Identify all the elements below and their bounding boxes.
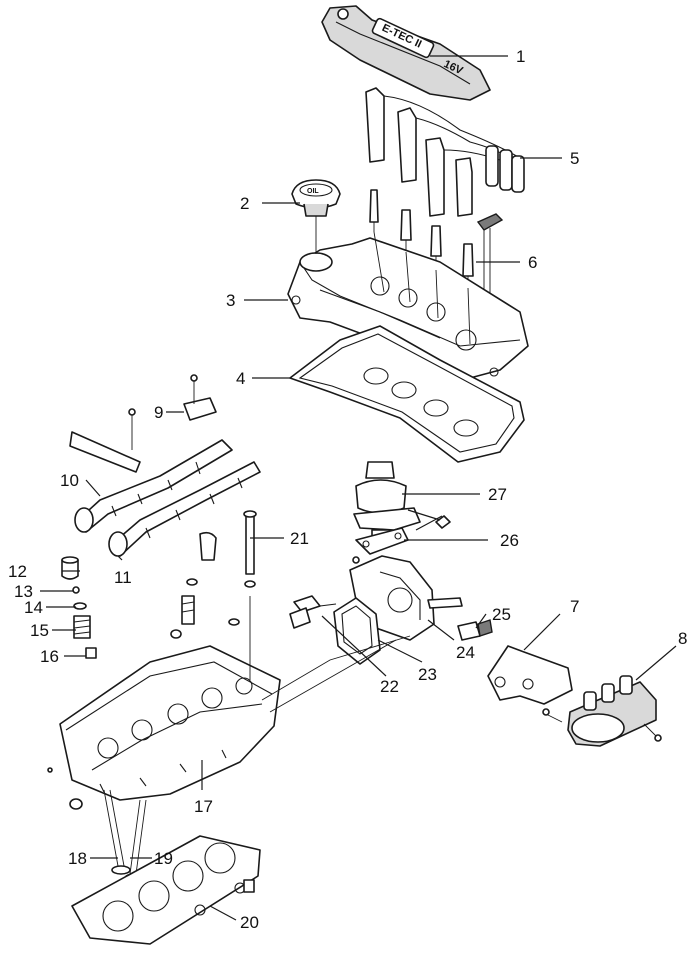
callout-6: 6 <box>528 253 537 272</box>
part-engine-cover: E-TEC II 16V <box>321 5 491 101</box>
callout-12: 12 <box>8 562 27 581</box>
callout-10: 10 <box>60 471 79 490</box>
part-adapter-gasket <box>333 597 381 665</box>
part-camshafts <box>74 439 261 557</box>
callout-5: 5 <box>570 149 579 168</box>
part-ignition-wires <box>365 87 525 217</box>
callout-25: 25 <box>492 605 511 624</box>
part-coil-bracket <box>487 645 573 723</box>
callout-20: 20 <box>240 913 259 932</box>
callout-26: 26 <box>500 531 519 550</box>
callout-23: 23 <box>418 665 437 684</box>
callout-14: 14 <box>24 598 43 617</box>
callout-15: 15 <box>30 621 49 640</box>
part-head-gasket <box>71 835 261 945</box>
part-spark-plugs <box>369 189 474 288</box>
callout-3: 3 <box>226 291 235 310</box>
callout-22: 22 <box>380 677 399 696</box>
oil-cap-text: OIL <box>307 188 319 195</box>
part-egr-valve <box>353 461 451 541</box>
callout-18: 18 <box>68 849 87 868</box>
part-head-bolt <box>243 510 257 588</box>
part-camshaft-sensor <box>289 595 337 629</box>
callout-16: 16 <box>40 647 59 666</box>
part-cylinder-head <box>47 645 281 810</box>
callout-1: 1 <box>516 47 525 66</box>
callout-9: 9 <box>154 403 163 422</box>
callout-17: 17 <box>194 797 213 816</box>
callout-27: 27 <box>488 485 507 504</box>
part-temperature-sender <box>457 619 493 641</box>
callout-13: 13 <box>14 582 33 601</box>
part-cover-gasket <box>289 325 525 463</box>
callout-24: 24 <box>456 643 475 662</box>
callout-2: 2 <box>240 194 249 213</box>
assembly-guide-lines <box>249 216 471 713</box>
part-camshaft-caps <box>69 374 217 473</box>
callout-4: 4 <box>236 369 245 388</box>
part-cylinder-head-cover <box>287 237 529 379</box>
callout-19: 19 <box>154 849 173 868</box>
callout-labels: 1 2 3 4 5 6 7 8 9 10 11 12 13 14 15 16 1… <box>8 47 687 932</box>
callout-11: 11 <box>114 568 132 587</box>
part-oil-filler-cap: OIL <box>291 179 341 217</box>
part-valve-train <box>61 531 240 659</box>
part-ignition-coil <box>567 675 662 747</box>
callout-8: 8 <box>678 629 687 648</box>
callout-7: 7 <box>570 597 579 616</box>
leader-lines <box>40 55 677 921</box>
callout-21: 21 <box>290 529 309 548</box>
